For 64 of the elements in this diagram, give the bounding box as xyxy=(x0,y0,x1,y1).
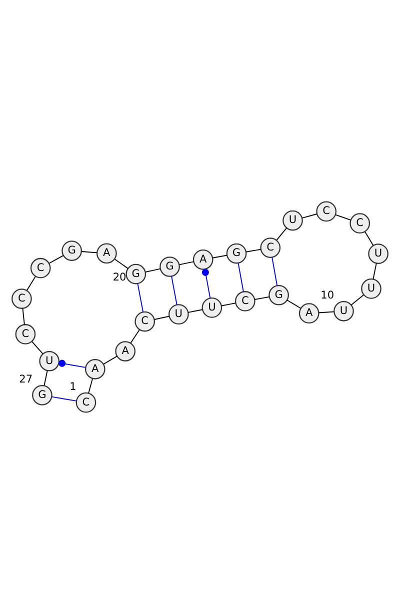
connector xyxy=(48,254,64,264)
node-label: 27 xyxy=(19,372,33,385)
connector xyxy=(51,396,77,401)
node-label: 1 xyxy=(70,380,76,392)
connector xyxy=(114,258,128,268)
node-circle: G xyxy=(126,263,146,284)
connector xyxy=(188,308,203,312)
node-circle: C xyxy=(15,324,36,344)
node-circle: U xyxy=(202,297,222,318)
connector xyxy=(58,359,86,368)
connector xyxy=(254,296,270,300)
connector xyxy=(335,214,352,220)
connector xyxy=(364,230,374,246)
connector xyxy=(26,276,36,290)
node-label: 10 xyxy=(320,288,334,301)
node-circle: C xyxy=(30,257,51,278)
node-circle: U xyxy=(282,210,303,230)
connector xyxy=(81,250,98,253)
node-circle: A xyxy=(115,340,136,361)
connector xyxy=(302,213,318,218)
connector xyxy=(171,275,178,305)
connector xyxy=(238,262,244,292)
node-circle: U xyxy=(368,243,388,264)
node-circle: C xyxy=(350,212,370,233)
connector xyxy=(103,355,118,364)
connector xyxy=(318,310,334,313)
connector xyxy=(350,294,364,305)
node-circle: G xyxy=(160,256,180,276)
node-circle: A xyxy=(84,358,106,379)
node-circle: G xyxy=(62,240,82,260)
connector xyxy=(88,378,93,394)
connector xyxy=(137,282,144,312)
node-circle: U xyxy=(39,350,60,371)
connector xyxy=(221,302,236,306)
node-circle: C xyxy=(12,288,32,308)
connector xyxy=(286,299,302,308)
node-circle: C xyxy=(316,200,337,222)
connector xyxy=(276,227,288,240)
connector xyxy=(246,248,262,252)
node-circle: A xyxy=(96,242,117,264)
connector xyxy=(32,340,44,354)
node-circle: C xyxy=(134,310,156,332)
connector xyxy=(272,256,278,286)
connector xyxy=(372,262,377,280)
node-circle: C xyxy=(260,237,281,258)
node-circle: U xyxy=(334,300,354,321)
connector xyxy=(145,268,161,272)
node-circle: C xyxy=(234,290,256,311)
connector xyxy=(44,370,48,386)
connector xyxy=(178,260,194,265)
connector xyxy=(130,328,140,344)
node-circle: G xyxy=(268,284,289,305)
node-circle: A xyxy=(192,249,214,270)
connector xyxy=(154,315,170,320)
node-circle: U xyxy=(361,278,382,298)
node-circle: G xyxy=(226,242,247,264)
node-label: 20 xyxy=(112,271,126,284)
node-circle: C xyxy=(76,392,96,412)
connector xyxy=(22,308,25,325)
node-circle: U xyxy=(168,304,189,324)
connector xyxy=(202,268,211,298)
node-circle: A xyxy=(298,302,320,323)
node-circle: G xyxy=(32,384,52,405)
connector xyxy=(212,254,228,258)
